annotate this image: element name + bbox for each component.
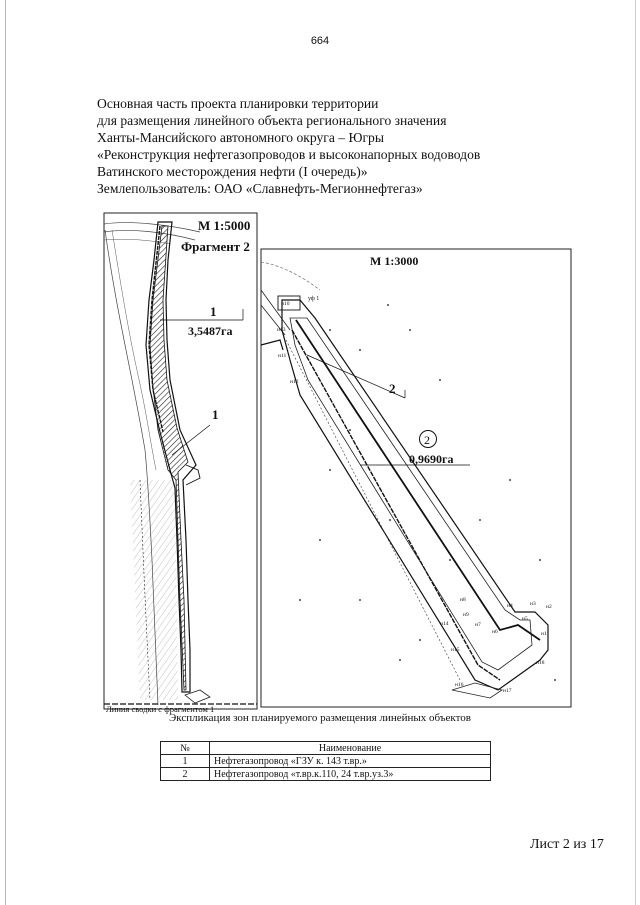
title-block: Основная часть проекта планировки террит… <box>97 95 617 197</box>
page-margin-line <box>5 0 6 905</box>
map-left-fragment: Фрагмент 2 <box>181 239 250 254</box>
table-row: 1 Нефтегазопровод «ГЗУ к. 143 т.вр.» <box>160 754 491 768</box>
well-pad <box>277 295 301 311</box>
point-label-n7: н7 <box>475 622 481 628</box>
forest-area <box>130 480 178 700</box>
zone-2-area: 0,9690га <box>409 452 453 466</box>
point-label-n13: н13 <box>277 327 286 333</box>
boundary-point-labels: н10 н11 н12 н13 н14 н15 н16 н17 н18 н1 н… <box>277 301 552 694</box>
explication-table: № Наименование 1 Нефтегазопровод «ГЗУ к.… <box>160 741 491 781</box>
row-number: 2 <box>160 767 210 781</box>
map-right-frame <box>260 248 572 708</box>
map-right-scale: М 1:3000 <box>370 254 418 268</box>
map-right: М 1:3000 уф 1 2 2 0,9690га н10 н11 н12 н… <box>260 248 572 708</box>
point-label-n6: н6 <box>492 629 498 635</box>
land-user-line: Землепользователь: ОАО «Славнефть-Мегион… <box>97 181 423 196</box>
merge-line-note: Линия сводки с фрагментом 1 <box>106 704 214 714</box>
point-label-n10: н10 <box>281 301 290 307</box>
pipeline-2-label: 2 <box>389 381 396 396</box>
page-margin-line <box>635 0 636 905</box>
zone-2-marker <box>419 430 437 448</box>
column-header-name: Наименование <box>209 741 491 755</box>
explication-title: Экспликация зон планируемого размещения … <box>169 712 471 724</box>
pipeline-1-label: 1 <box>212 407 219 422</box>
point-label-n5: н5 <box>522 616 528 622</box>
pipeline-1-corridor <box>149 225 189 691</box>
title-line: Ватинского месторождения нефти (I очеред… <box>97 164 368 179</box>
map-left: М 1:5000 Фрагмент 2 1 3,5487га 1 Линия с… <box>103 212 258 714</box>
table-header-row: № Наименование <box>160 741 491 755</box>
map-left-scale: М 1:5000 <box>198 218 250 233</box>
pipeline-2-line <box>295 319 541 641</box>
point-label-n11: н11 <box>278 353 286 359</box>
point-label-n2: н2 <box>546 604 552 610</box>
title-line: Основная часть проекта планировки террит… <box>97 96 379 111</box>
map-left-frame <box>103 212 258 710</box>
point-label-n18: н18 <box>536 660 545 666</box>
row-name: Нефтегазопровод «ГЗУ к. 143 т.вр.» <box>209 754 491 768</box>
point-label-n16: н16 <box>455 682 464 688</box>
column-header-number: № <box>160 741 210 755</box>
row-name: Нефтегазопровод «т.вр.к.110, 24 т.вр.уз.… <box>209 767 491 781</box>
point-label-n17: н17 <box>503 688 512 694</box>
zone-2-boundary <box>281 299 549 691</box>
zone-2-number: 2 <box>424 433 430 447</box>
zone-1-number: 1 <box>210 304 217 319</box>
point-label-n12: н12 <box>290 379 299 385</box>
row-number: 1 <box>160 754 210 768</box>
table-row: 2 Нефтегазопровод «т.вр.к.110, 24 т.вр.у… <box>160 767 491 781</box>
zone-1-area: 3,5487га <box>188 324 232 338</box>
point-label-n14: н14 <box>440 621 449 627</box>
point-label-n1: н1 <box>541 631 547 637</box>
well-label: уф 1 <box>308 295 319 302</box>
point-label-n15: н15 <box>451 647 460 653</box>
point-label-n9: н9 <box>463 612 469 618</box>
title-line: Ханты-Мансийского автономного округа – Ю… <box>97 130 384 145</box>
title-line: «Реконструкция нефтегазопроводов и высок… <box>97 147 481 162</box>
title-line: для размещения линейного объекта региона… <box>97 113 447 128</box>
point-label-n4: н4 <box>507 603 513 609</box>
page-number: 664 <box>310 35 330 47</box>
sheet-number: Лист 2 из 17 <box>530 837 604 852</box>
point-label-n3: н3 <box>530 601 536 607</box>
point-label-n8: н8 <box>460 597 466 603</box>
zone-1-boundary <box>145 221 197 693</box>
